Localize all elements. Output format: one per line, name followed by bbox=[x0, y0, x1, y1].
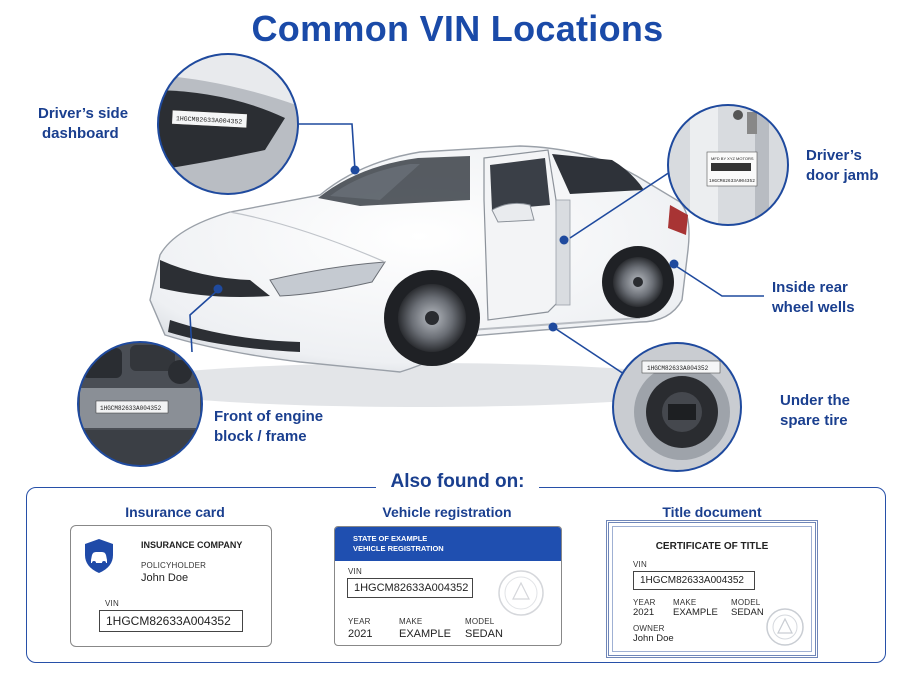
title-owner-label: OWNER bbox=[633, 624, 665, 633]
title-vin-field: 1HGCM82633A004352 bbox=[633, 571, 755, 590]
title-owner: John Doe bbox=[633, 633, 674, 644]
spare-tire-leader-line bbox=[552, 326, 631, 379]
registration-model: SEDAN bbox=[465, 628, 503, 640]
spare-tire-callout: Under the spare tire bbox=[780, 392, 851, 429]
title-seal-icon bbox=[766, 608, 804, 646]
registration-heading: Vehicle registration bbox=[382, 504, 512, 520]
registration-vin-label: VIN bbox=[348, 567, 362, 576]
registration-make: EXAMPLE bbox=[399, 628, 451, 640]
title-document-heading: Title document bbox=[662, 504, 762, 520]
door-sticker-vin: 1HGCM82633A004352 bbox=[709, 178, 755, 184]
insurance-card-heading: Insurance card bbox=[125, 504, 225, 520]
insurance-vin-label: VIN bbox=[105, 599, 119, 608]
registration-model-label: MODEL bbox=[465, 617, 495, 626]
spare-vin-plate: 1HGCM82633A004352 bbox=[647, 365, 709, 372]
spare-tire-closeup: 1HGCM82633A004352 bbox=[612, 342, 742, 472]
wheel-wells-callout: Inside rear wheel wells bbox=[772, 279, 855, 316]
insurance-vin-field: 1HGCM82633A004352 bbox=[99, 610, 243, 632]
title-vin-label: VIN bbox=[633, 560, 647, 569]
engine-vin-plate: 1HGCM82633A004352 bbox=[100, 405, 162, 412]
registration-year: 2021 bbox=[348, 628, 373, 640]
dashboard-leader-line bbox=[290, 123, 356, 171]
registration-header: STATE OF EXAMPLE VEHICLE REGISTRATION bbox=[335, 527, 561, 561]
door-jamb-marker bbox=[559, 235, 569, 245]
policyholder-name: John Doe bbox=[141, 572, 189, 584]
title-year-label: YEAR bbox=[633, 598, 656, 607]
wheel-well-marker bbox=[669, 259, 679, 269]
title-model: SEDAN bbox=[731, 607, 764, 618]
insurance-company: INSURANCE COMPANY bbox=[141, 540, 243, 550]
dashboard-closeup: 1HGCM82633A004352 bbox=[157, 53, 299, 195]
certificate-title: CERTIFICATE OF TITLE bbox=[655, 541, 769, 552]
door-sticker-text: MFD BY XYZ MOTORS bbox=[711, 156, 754, 161]
engine-closeup: 1HGCM82633A004352 bbox=[77, 341, 203, 467]
registration-card: STATE OF EXAMPLE VEHICLE REGISTRATION VI… bbox=[334, 526, 562, 646]
registration-make-label: MAKE bbox=[399, 617, 423, 626]
dashboard-callout: Driver’s side dashboard bbox=[38, 105, 129, 142]
title-make-label: MAKE bbox=[673, 598, 697, 607]
dashboard-vin-plate: 1HGCM82633A004352 bbox=[176, 115, 243, 125]
also-found-heading: Also found on: bbox=[0, 471, 915, 493]
title-model-label: MODEL bbox=[731, 598, 761, 607]
title-make: EXAMPLE bbox=[673, 607, 718, 618]
engine-marker bbox=[213, 284, 223, 294]
policyholder-label: POLICYHOLDER bbox=[141, 561, 207, 570]
registration-vin-field: 1HGCM82633A004352 bbox=[347, 578, 473, 598]
car-illustration bbox=[120, 145, 720, 407]
state-seal-icon bbox=[498, 570, 544, 616]
title-document-card: CERTIFICATE OF TITLE VIN 1HGCM82633A0043… bbox=[606, 520, 818, 658]
registration-year-label: YEAR bbox=[348, 617, 371, 626]
spare-tire-marker bbox=[548, 322, 558, 332]
dashboard-marker bbox=[350, 165, 360, 175]
wheel-well-leader-line bbox=[675, 265, 764, 297]
door-jamb-closeup: MFD BY XYZ MOTORS 1HGCM82633A004352 bbox=[667, 104, 789, 226]
title-year: 2021 bbox=[633, 607, 655, 618]
door-jamb-callout: Driver’s door jamb bbox=[806, 147, 879, 184]
insurance-card: INSURANCE COMPANY POLICYHOLDER John Doe … bbox=[70, 525, 272, 647]
door-jamb-leader-line bbox=[569, 167, 677, 239]
engine-leader-line bbox=[189, 289, 219, 353]
engine-callout: Front of engine block / frame bbox=[214, 408, 324, 445]
shield-car-icon bbox=[85, 539, 113, 573]
page-title: Common VIN Locations bbox=[251, 8, 664, 49]
